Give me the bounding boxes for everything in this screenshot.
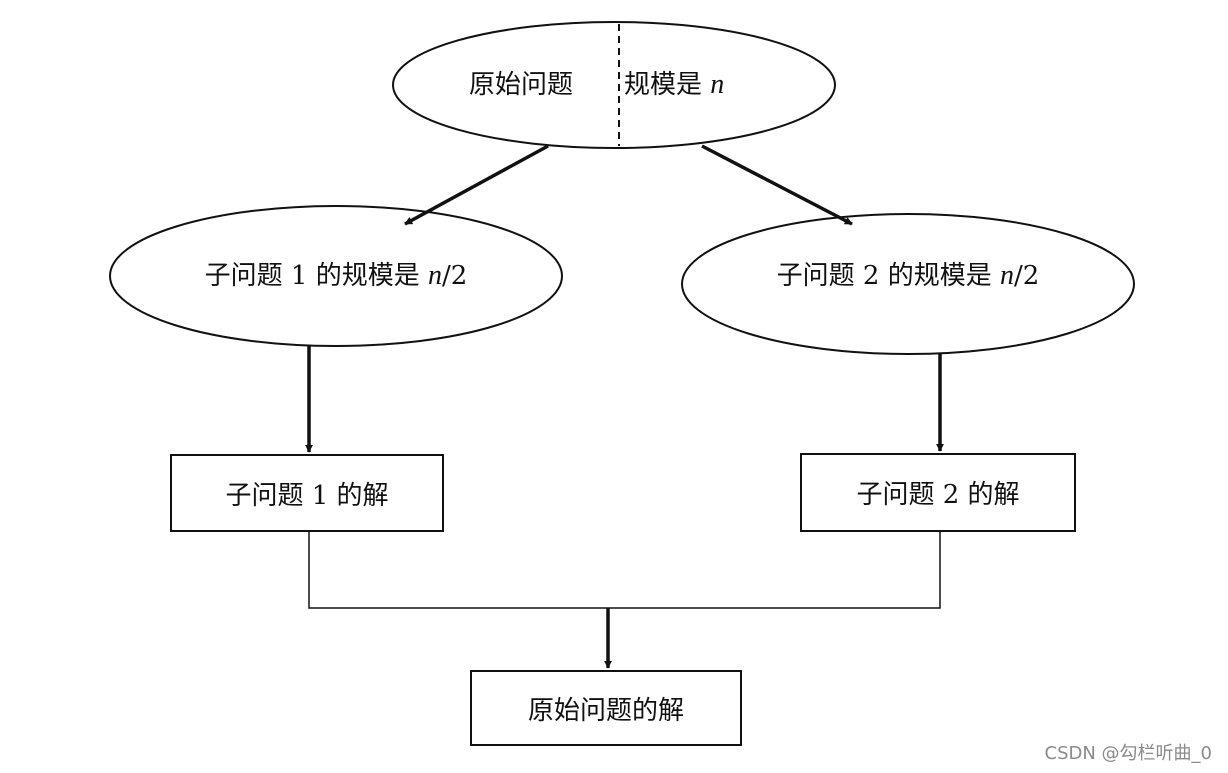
subproblem-2-label: 子问题 2 的规模是 n/2	[702, 257, 1114, 295]
subproblem-1-text: 子问题 1 的规模是	[204, 261, 420, 291]
root-problem-size-text: 规模是	[624, 70, 703, 100]
root-problem-ellipse	[392, 21, 836, 149]
root-problem-size-label: 规模是 n	[624, 66, 774, 104]
solution-2-text: 子问题 2 的解	[856, 480, 1020, 510]
arrow-root-to-subproblem-1	[404, 144, 549, 226]
solution-2-box: 子问题 2 的解	[800, 453, 1076, 532]
subproblem-2-ellipse	[681, 213, 1135, 355]
root-problem-label: 原始问题	[430, 66, 612, 104]
root-problem-text: 原始问题	[468, 70, 573, 100]
subproblem-1-var: n	[428, 260, 443, 291]
subproblem-2-suffix: /2	[1014, 261, 1040, 291]
root-problem-size-var: n	[710, 69, 725, 100]
final-solution-box: 原始问题的解	[470, 670, 742, 746]
merge-connector-line	[308, 532, 941, 609]
subproblem-1-ellipse	[109, 205, 563, 347]
final-solution-text: 原始问题的解	[527, 695, 684, 726]
arrow-root-to-subproblem-2	[701, 144, 853, 226]
subproblem-2-text: 子问题 2 的规模是	[776, 261, 992, 291]
solution-1-box: 子问题 1 的解	[170, 454, 444, 532]
solution-1-text: 子问题 1 的解	[225, 480, 389, 511]
subproblem-2-var: n	[1000, 260, 1015, 291]
csdn-watermark: CSDN @勾栏听曲_0	[1044, 743, 1213, 764]
subproblem-1-suffix: /2	[442, 261, 468, 291]
subproblem-1-label: 子问题 1 的规模是 n/2	[130, 257, 542, 295]
